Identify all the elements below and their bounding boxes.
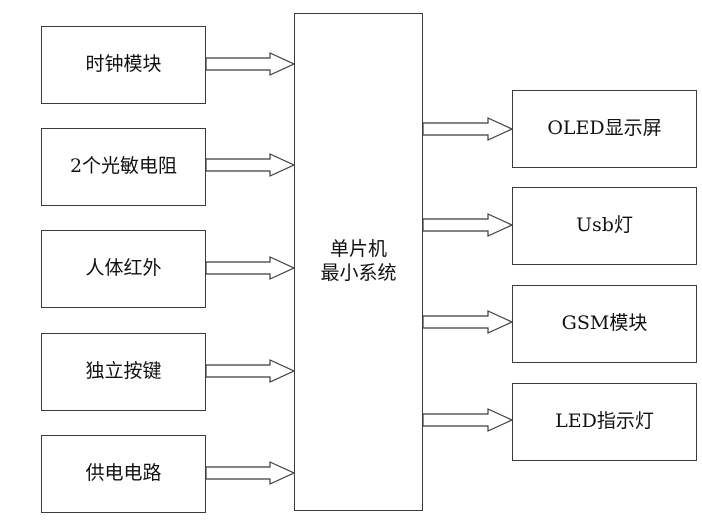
input-label-keys: 独立按键 — [85, 360, 162, 383]
arrow-mcu-to-led-indicator — [422, 408, 514, 432]
arrow-mcu-to-gsm — [422, 310, 514, 334]
input-box-keys: 独立按键 — [41, 333, 206, 411]
input-label-pir: 人体红外 — [85, 257, 162, 280]
output-box-led-indicator: LED指示灯 — [512, 383, 697, 461]
arrow-clock-to-mcu — [205, 52, 296, 76]
arrow-mcu-to-oled — [422, 117, 514, 141]
input-box-pir: 人体红外 — [41, 230, 206, 308]
arrow-keys-to-mcu — [205, 359, 296, 383]
output-label-gsm: GSM模块 — [561, 312, 648, 335]
output-label-led-indicator: LED指示灯 — [555, 410, 654, 433]
input-label-light-sensors: 2个光敏电阻 — [69, 155, 178, 178]
output-label-oled: OLED显示屏 — [547, 117, 662, 140]
mcu-label-line1: 单片机 — [329, 238, 387, 261]
mcu-label-line2: 最小系统 — [320, 262, 397, 284]
output-box-usb-lamp: Usb灯 — [512, 187, 697, 265]
arrow-pir-to-mcu — [205, 256, 296, 280]
output-label-usb-lamp: Usb灯 — [576, 214, 633, 237]
arrow-mcu-to-usb-lamp — [422, 213, 514, 237]
output-box-oled: OLED显示屏 — [512, 90, 697, 168]
input-box-clock: 时钟模块 — [41, 26, 206, 104]
input-box-light-sensors: 2个光敏电阻 — [41, 128, 206, 206]
arrow-power-to-mcu — [205, 461, 296, 485]
arrow-light-sensors-to-mcu — [205, 153, 296, 177]
input-label-power: 供电电路 — [85, 462, 162, 485]
mcu-box: 单片机 最小系统 — [294, 13, 423, 511]
input-label-clock: 时钟模块 — [85, 53, 162, 76]
output-box-gsm: GSM模块 — [512, 285, 697, 363]
input-box-power: 供电电路 — [41, 435, 206, 513]
